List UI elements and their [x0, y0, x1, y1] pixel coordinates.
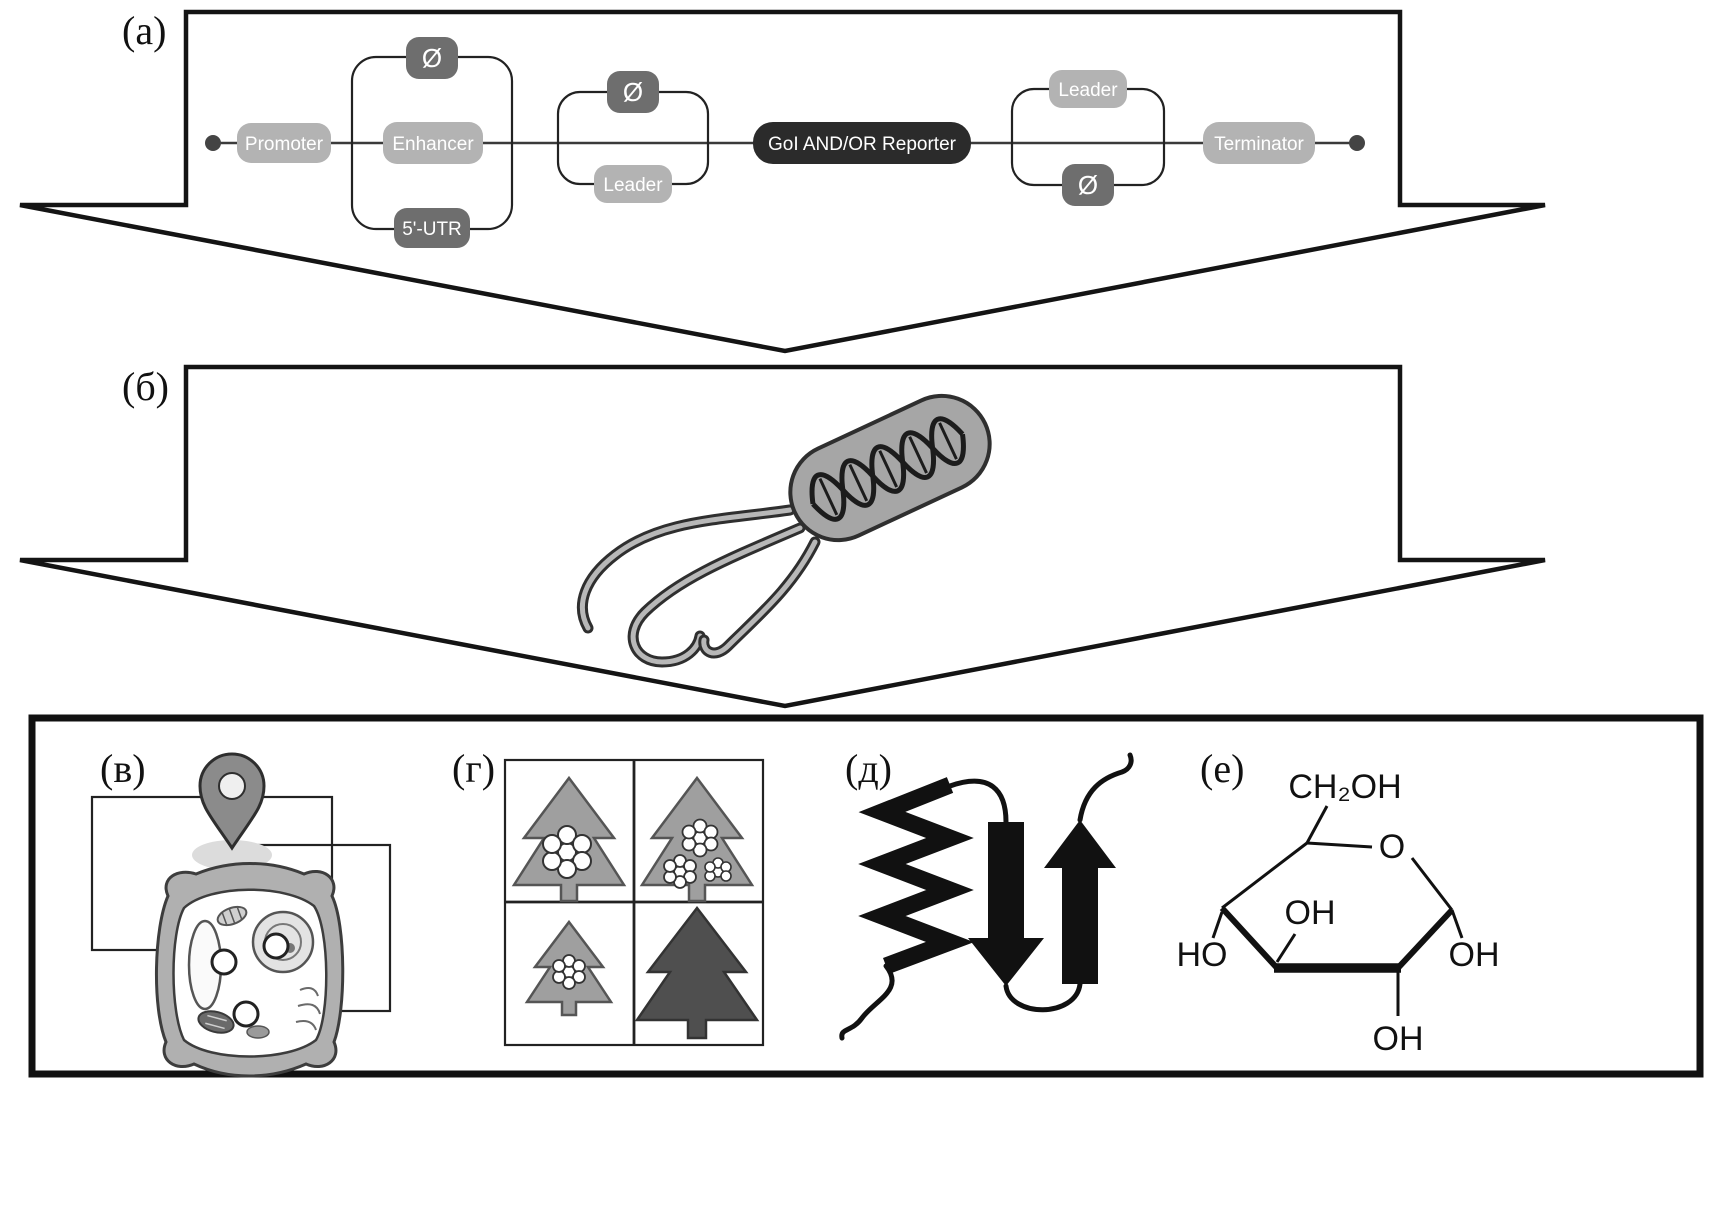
panel-a-arrow-outline	[19, 9, 1546, 354]
terminator-label: Terminator	[1214, 134, 1304, 155]
bond-c3-c4	[1219, 905, 1280, 971]
panel-d-label: (д)	[845, 746, 892, 791]
helix-c-terminal-tail	[839, 963, 895, 1041]
bond-c4-ho	[1211, 911, 1224, 939]
flower-cluster-large	[542, 825, 592, 879]
terminator-box: Terminator	[1203, 122, 1315, 164]
bond-c3-oh	[1275, 933, 1297, 963]
promoter-label: Promoter	[245, 134, 324, 155]
omit-leader-left-box: Ø	[607, 71, 659, 113]
beta-strand-up-arrow	[1044, 820, 1116, 984]
oh-c1-label: OH	[1449, 936, 1500, 974]
bond-c5-o	[1306, 841, 1373, 849]
bacterium-flagella	[576, 504, 821, 668]
panel-b: (б)	[19, 364, 1546, 709]
flower-cluster-small	[552, 954, 586, 990]
ring-oxygen-label: O	[1379, 828, 1405, 866]
endoplasmic-reticulum	[295, 987, 321, 1031]
flower-cluster-lower-right-b	[704, 857, 732, 882]
ch2oh-label: CH₂OH	[1288, 768, 1401, 806]
bond-c1-oh	[1450, 909, 1464, 939]
oh-c2-label: OH	[1373, 1020, 1424, 1058]
target-marker-2	[262, 932, 290, 960]
n-terminal-tail	[1077, 752, 1134, 823]
bond-c1-c2	[1395, 907, 1455, 971]
leader-left-label: Leader	[603, 175, 663, 196]
plastid	[246, 1025, 270, 1039]
omit-leader-left-label: Ø	[623, 77, 643, 107]
protein-structure-illustration	[839, 752, 1134, 1041]
bond-o-c1	[1410, 857, 1454, 911]
panel-d: (д)	[839, 746, 1134, 1041]
panel-g: (г)	[452, 746, 765, 1047]
tree-bottom-right	[634, 905, 760, 1040]
goi-reporter-label: GoI AND/OR Reporter	[768, 134, 957, 155]
enhancer-label: Enhancer	[392, 134, 474, 155]
leader-left-box: Leader	[594, 165, 672, 203]
glucose-molecule-illustration: CH₂OH O OH OH OH HO	[1177, 768, 1500, 1058]
construct-end-dot	[1349, 135, 1365, 151]
goi-reporter-box: GoI AND/OR Reporter	[753, 122, 971, 164]
chloroplast	[197, 1010, 235, 1034]
panel-b-label: (б)	[122, 364, 169, 409]
panel-a: (а) Promoter Ø Enhancer 5'-UTR	[19, 8, 1546, 354]
loop-between-strands	[1003, 981, 1083, 1013]
bacterium-body	[788, 393, 992, 543]
location-pin-hole	[218, 772, 246, 800]
location-pin-icon	[198, 752, 266, 851]
alpha-helix-icon	[858, 777, 975, 974]
panel-g-label: (г)	[452, 746, 495, 791]
promoter-box: Promoter	[237, 123, 331, 163]
bacterium-capsule	[788, 393, 992, 543]
plant-cell-illustration	[154, 862, 345, 1078]
panel-e-label: (е)	[1200, 746, 1244, 791]
five-utr-box: 5'-UTR	[394, 208, 470, 248]
leader-right-box: Leader	[1049, 70, 1127, 108]
loop-helix-to-strand	[947, 778, 1009, 825]
beta-strand-down-arrow	[968, 822, 1044, 986]
five-utr-label: 5'-UTR	[402, 219, 462, 240]
omit-enhancer-label: Ø	[422, 43, 442, 73]
bond-c4-c5	[1221, 841, 1308, 910]
panel-e: (е) CH₂OH O OH OH OH	[1177, 746, 1500, 1058]
mitochondrion	[216, 905, 248, 927]
panel-v-label: (в)	[100, 746, 146, 791]
omit-leader-right-label: Ø	[1078, 170, 1098, 200]
target-marker-1	[210, 948, 238, 976]
oh-c3-label: OH	[1285, 894, 1336, 932]
flower-cluster-lower-right-a	[663, 854, 697, 889]
construct-start-dot	[205, 135, 221, 151]
omit-enhancer-box: Ø	[406, 37, 458, 79]
flower-cluster-upper-right	[681, 818, 719, 858]
results-panel: (в)	[28, 714, 1704, 1078]
leader-right-label: Leader	[1058, 80, 1118, 101]
omit-leader-right-box: Ø	[1062, 164, 1114, 206]
bacterium-illustration	[576, 393, 992, 668]
target-marker-3	[232, 1000, 260, 1028]
plasmid-dna-icon	[809, 416, 966, 522]
panel-a-label: (а)	[122, 8, 166, 53]
bond-c5-ch2oh	[1305, 805, 1329, 844]
enhancer-box: Enhancer	[383, 122, 483, 164]
ho-c4-label: HO	[1177, 936, 1228, 974]
panel-v: (в)	[90, 746, 392, 1078]
